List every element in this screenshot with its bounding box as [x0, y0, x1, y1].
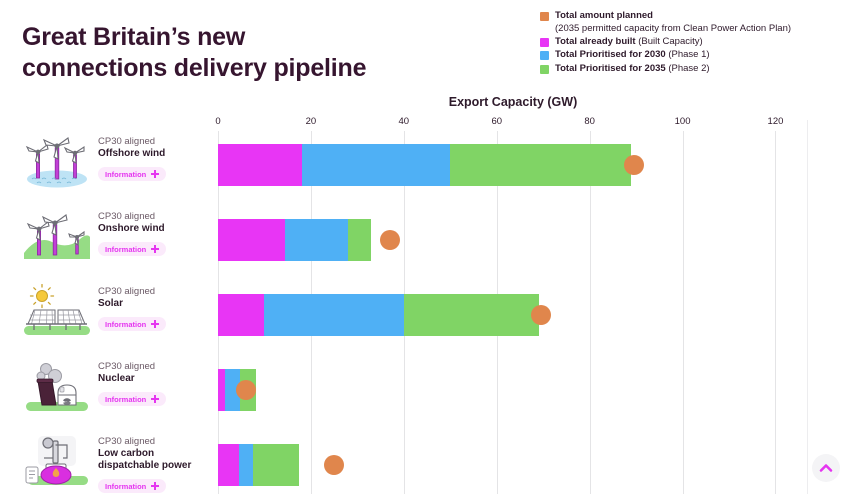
legend-swatch-built [540, 38, 549, 48]
panel-divider [807, 120, 808, 494]
plus-icon [151, 245, 160, 254]
information-button[interactable]: Information [98, 392, 167, 407]
x-axis-tick-label: 0 [215, 116, 221, 127]
category-name: Low carbon dispatchable power [98, 447, 192, 472]
page-title-line-1: Great Britain’s new [22, 23, 246, 51]
bar-segment[interactable] [218, 144, 302, 186]
stacked-bar[interactable] [218, 444, 300, 486]
offshore-wind-icon [25, 137, 87, 188]
chart-plot-area: 0 20 40 60 80 100 120 [215, 116, 808, 494]
solar-icon [24, 283, 90, 335]
bar-segment[interactable] [218, 444, 239, 486]
legend-sublabel-planned: (2035 permitted capacity from Clean Powe… [555, 23, 792, 35]
category-name: Solar [98, 297, 124, 309]
planned-total-marker[interactable] [623, 155, 644, 175]
plus-icon [151, 395, 160, 404]
low-carbon-dispatchable-icon [25, 436, 88, 485]
x-axis-tick-label: 40 [398, 116, 410, 127]
category-superlabel: CP30 aligned [98, 361, 156, 372]
legend-item-built: Total already built (Built Capacity) [540, 36, 850, 48]
information-button-label: Information [105, 244, 147, 254]
bar-segment[interactable] [348, 219, 372, 261]
information-button[interactable]: Information [98, 167, 167, 182]
stacked-bar[interactable] [218, 144, 632, 186]
solar-icon-wrapper [22, 283, 92, 340]
x-axis-tick-label: 20 [305, 116, 317, 127]
bar-segment[interactable] [264, 294, 404, 336]
category-superlabel: CP30 aligned [98, 211, 156, 222]
information-button[interactable]: Information [98, 317, 167, 332]
chart-legend: Total amount planned (2035 permitted cap… [540, 10, 850, 76]
offshore-wind-icon-wrapper [22, 134, 92, 190]
bar-segment[interactable] [224, 369, 240, 411]
legend-label-planned: Total amount planned [555, 10, 653, 21]
x-axis-tick-label: 80 [584, 116, 595, 127]
stacked-bar[interactable] [218, 294, 539, 336]
planned-total-marker[interactable] [324, 455, 345, 475]
legend-swatch-planned [540, 12, 549, 21]
nuclear-icon-wrapper [22, 359, 92, 415]
legend-swatch-phase2 [540, 64, 549, 74]
legend-item-phase1: Total Prioritised for 2030 (Phase 1) [540, 49, 850, 61]
gridline [682, 131, 684, 494]
scroll-to-top-button[interactable] [812, 454, 840, 482]
bar-segment[interactable] [218, 294, 265, 336]
x-axis-title: Export Capacity (GW) [448, 95, 578, 109]
legend-item-phase2: Total Prioritised for 2035 (Phase 2) [540, 63, 850, 75]
information-button[interactable]: Information [98, 242, 167, 257]
plus-icon [151, 482, 160, 491]
planned-total-marker[interactable] [379, 230, 400, 250]
bar-segment[interactable] [403, 294, 539, 336]
bar-segment[interactable] [218, 219, 286, 261]
gridline [589, 131, 591, 494]
onshore-wind-icon-wrapper [22, 209, 92, 265]
category-superlabel: CP30 aligned [98, 136, 156, 147]
onshore-wind-icon [24, 214, 90, 259]
planned-total-marker[interactable] [530, 305, 551, 325]
category-superlabel: CP30 aligned [98, 436, 156, 447]
x-axis-tick-label: 60 [491, 116, 503, 127]
bar-segment[interactable] [252, 444, 300, 486]
legend-label-built: Total already built [555, 36, 636, 48]
information-button-label: Information [105, 481, 147, 491]
category-name: Nuclear [98, 372, 135, 384]
legend-label-phase1: Total Prioritised for 2030 [555, 49, 666, 61]
page-title: Great Britain’s new connections delivery… [22, 22, 452, 83]
plus-icon [151, 320, 160, 329]
bar-segment[interactable] [285, 219, 349, 261]
gridline [775, 131, 777, 494]
plus-icon [151, 170, 160, 179]
planned-total-marker[interactable] [235, 380, 256, 400]
legend-label-phase2: Total Prioritised for 2035 [555, 62, 666, 74]
legend-swatch-phase1 [540, 51, 549, 61]
category-name: Onshore wind [98, 222, 165, 234]
legend-sublabel-phase2: (Phase 2) [665, 62, 710, 74]
bar-segment[interactable] [450, 144, 632, 186]
x-axis-tick-label: 120 [767, 116, 784, 127]
information-button-label: Information [105, 394, 147, 404]
nuclear-icon [26, 363, 88, 411]
x-axis-tick-label: 100 [674, 116, 691, 127]
information-button-label: Information [105, 169, 147, 179]
legend-item-planned: Total amount planned [540, 10, 850, 22]
chevron-up-icon [819, 464, 833, 472]
information-button-label: Information [105, 319, 147, 329]
bar-segment[interactable] [301, 144, 451, 186]
page-title-line-2: connections delivery pipeline [22, 53, 367, 82]
bar-segment[interactable] [218, 369, 225, 411]
legend-sublabel-built: (Built Capacity) [635, 36, 703, 48]
bar-segment[interactable] [238, 444, 253, 486]
stacked-bar[interactable] [218, 219, 372, 261]
legend-sublabel-phase1: (Phase 1) [665, 49, 710, 61]
category-superlabel: CP30 aligned [98, 286, 156, 297]
category-name: Offshore wind [98, 147, 166, 159]
information-button[interactable]: Information [98, 479, 167, 494]
low-carbon-dispatchable-icon-wrapper [22, 434, 92, 490]
